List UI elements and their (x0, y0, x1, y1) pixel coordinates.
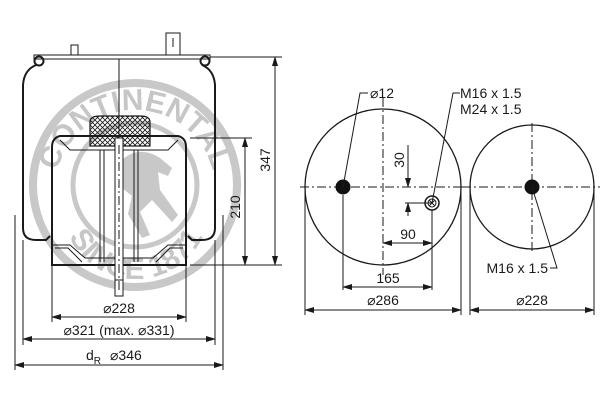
dim-height-total: 347 (257, 148, 273, 172)
dim-roll-diameter-symbol: dR (86, 347, 101, 367)
stud-small (70, 44, 79, 56)
horse-icon (118, 151, 178, 238)
thread-label-2: M24 x 1.5 (460, 101, 522, 117)
top-plate-view: ⌀12 M16 x 1.5 M24 x 1.5 30 90 165 ⌀286 (300, 85, 522, 315)
watermark-outer-ring (29, 79, 241, 291)
bump-stop (89, 115, 151, 147)
bead-left (33, 55, 45, 67)
dim-hole-spacing: 165 (376, 270, 400, 286)
dim-bottom-plate-diameter: ⌀228 (516, 292, 548, 308)
thread-label-1: M16 x 1.5 (460, 85, 522, 101)
bottom-thread-label: M16 x 1.5 (487, 260, 549, 276)
top-plate (33, 54, 211, 60)
piston (51, 135, 187, 266)
dim-piston-diameter: ⌀228 (103, 300, 135, 316)
bellow (22, 64, 216, 241)
dim-bellow-diameter: ⌀321 (max. ⌀331) (63, 322, 174, 338)
watermark-logo: CONTINENTAL SINCE 1871 (29, 79, 241, 291)
dim-offset-horizontal: 90 (400, 226, 416, 242)
dim-roll-diameter: ⌀346 (110, 347, 142, 363)
dim-height-piston: 210 (227, 195, 243, 219)
dim-top-plate-diameter: ⌀286 (367, 292, 399, 308)
dim-offset-vertical: 30 (391, 152, 407, 168)
side-view: 347 210 ⌀228 ⌀321 (max. ⌀331) dR ⌀346 (14, 32, 282, 370)
hole-diameter-label: ⌀12 (370, 85, 394, 101)
bottom-plate-view: M16 x 1.5 ⌀228 (462, 123, 600, 315)
